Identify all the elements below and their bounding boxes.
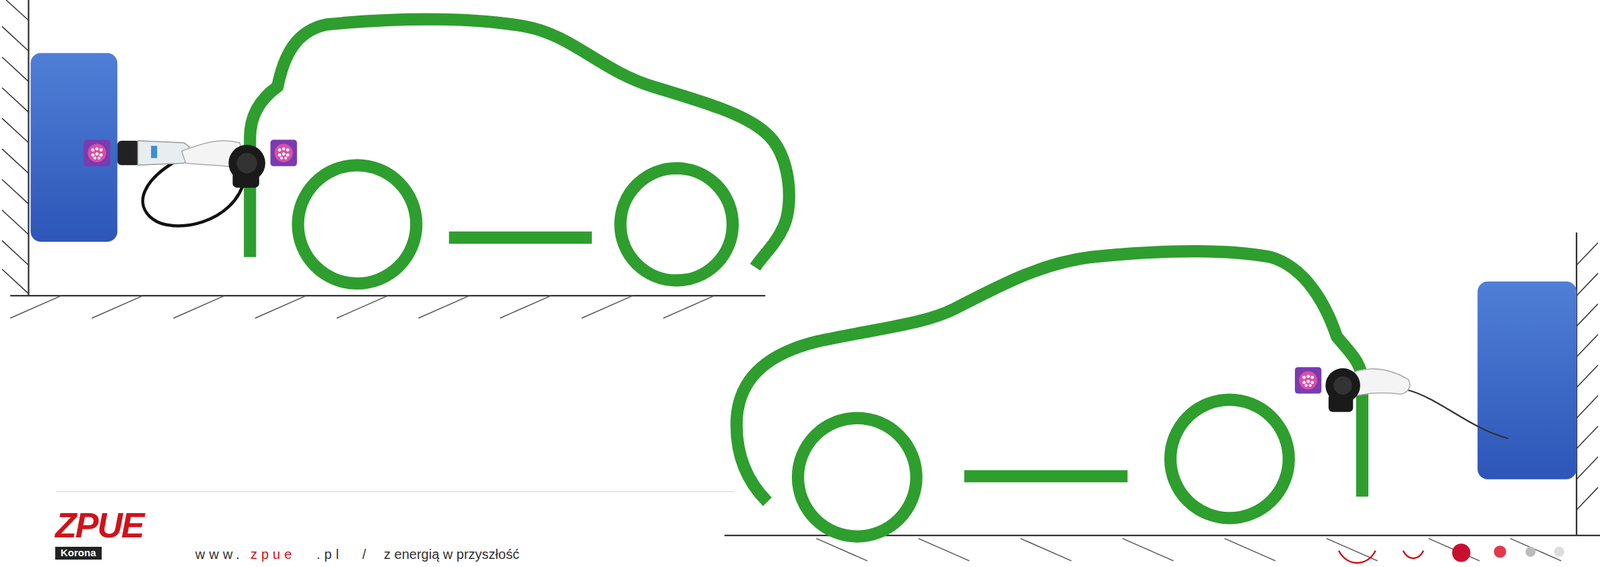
footer-decoration: [1338, 543, 1565, 563]
footer-slogan: z energią w przyszłość: [383, 546, 520, 562]
footer-separator: /: [362, 546, 367, 562]
footer-url: www.: [195, 546, 244, 562]
footer-url: .pl: [316, 546, 343, 562]
brand-text: Korona: [55, 546, 102, 560]
footer-url-brand: zpue: [250, 546, 296, 562]
car-outline: [736, 251, 1363, 537]
logo-text: ZPUE: [55, 506, 144, 545]
charging-station: [1477, 281, 1577, 480]
car-outline: [249, 19, 790, 284]
scene-left: [2, 0, 790, 318]
charging-station: [30, 53, 118, 242]
scene-right: [724, 232, 1600, 561]
